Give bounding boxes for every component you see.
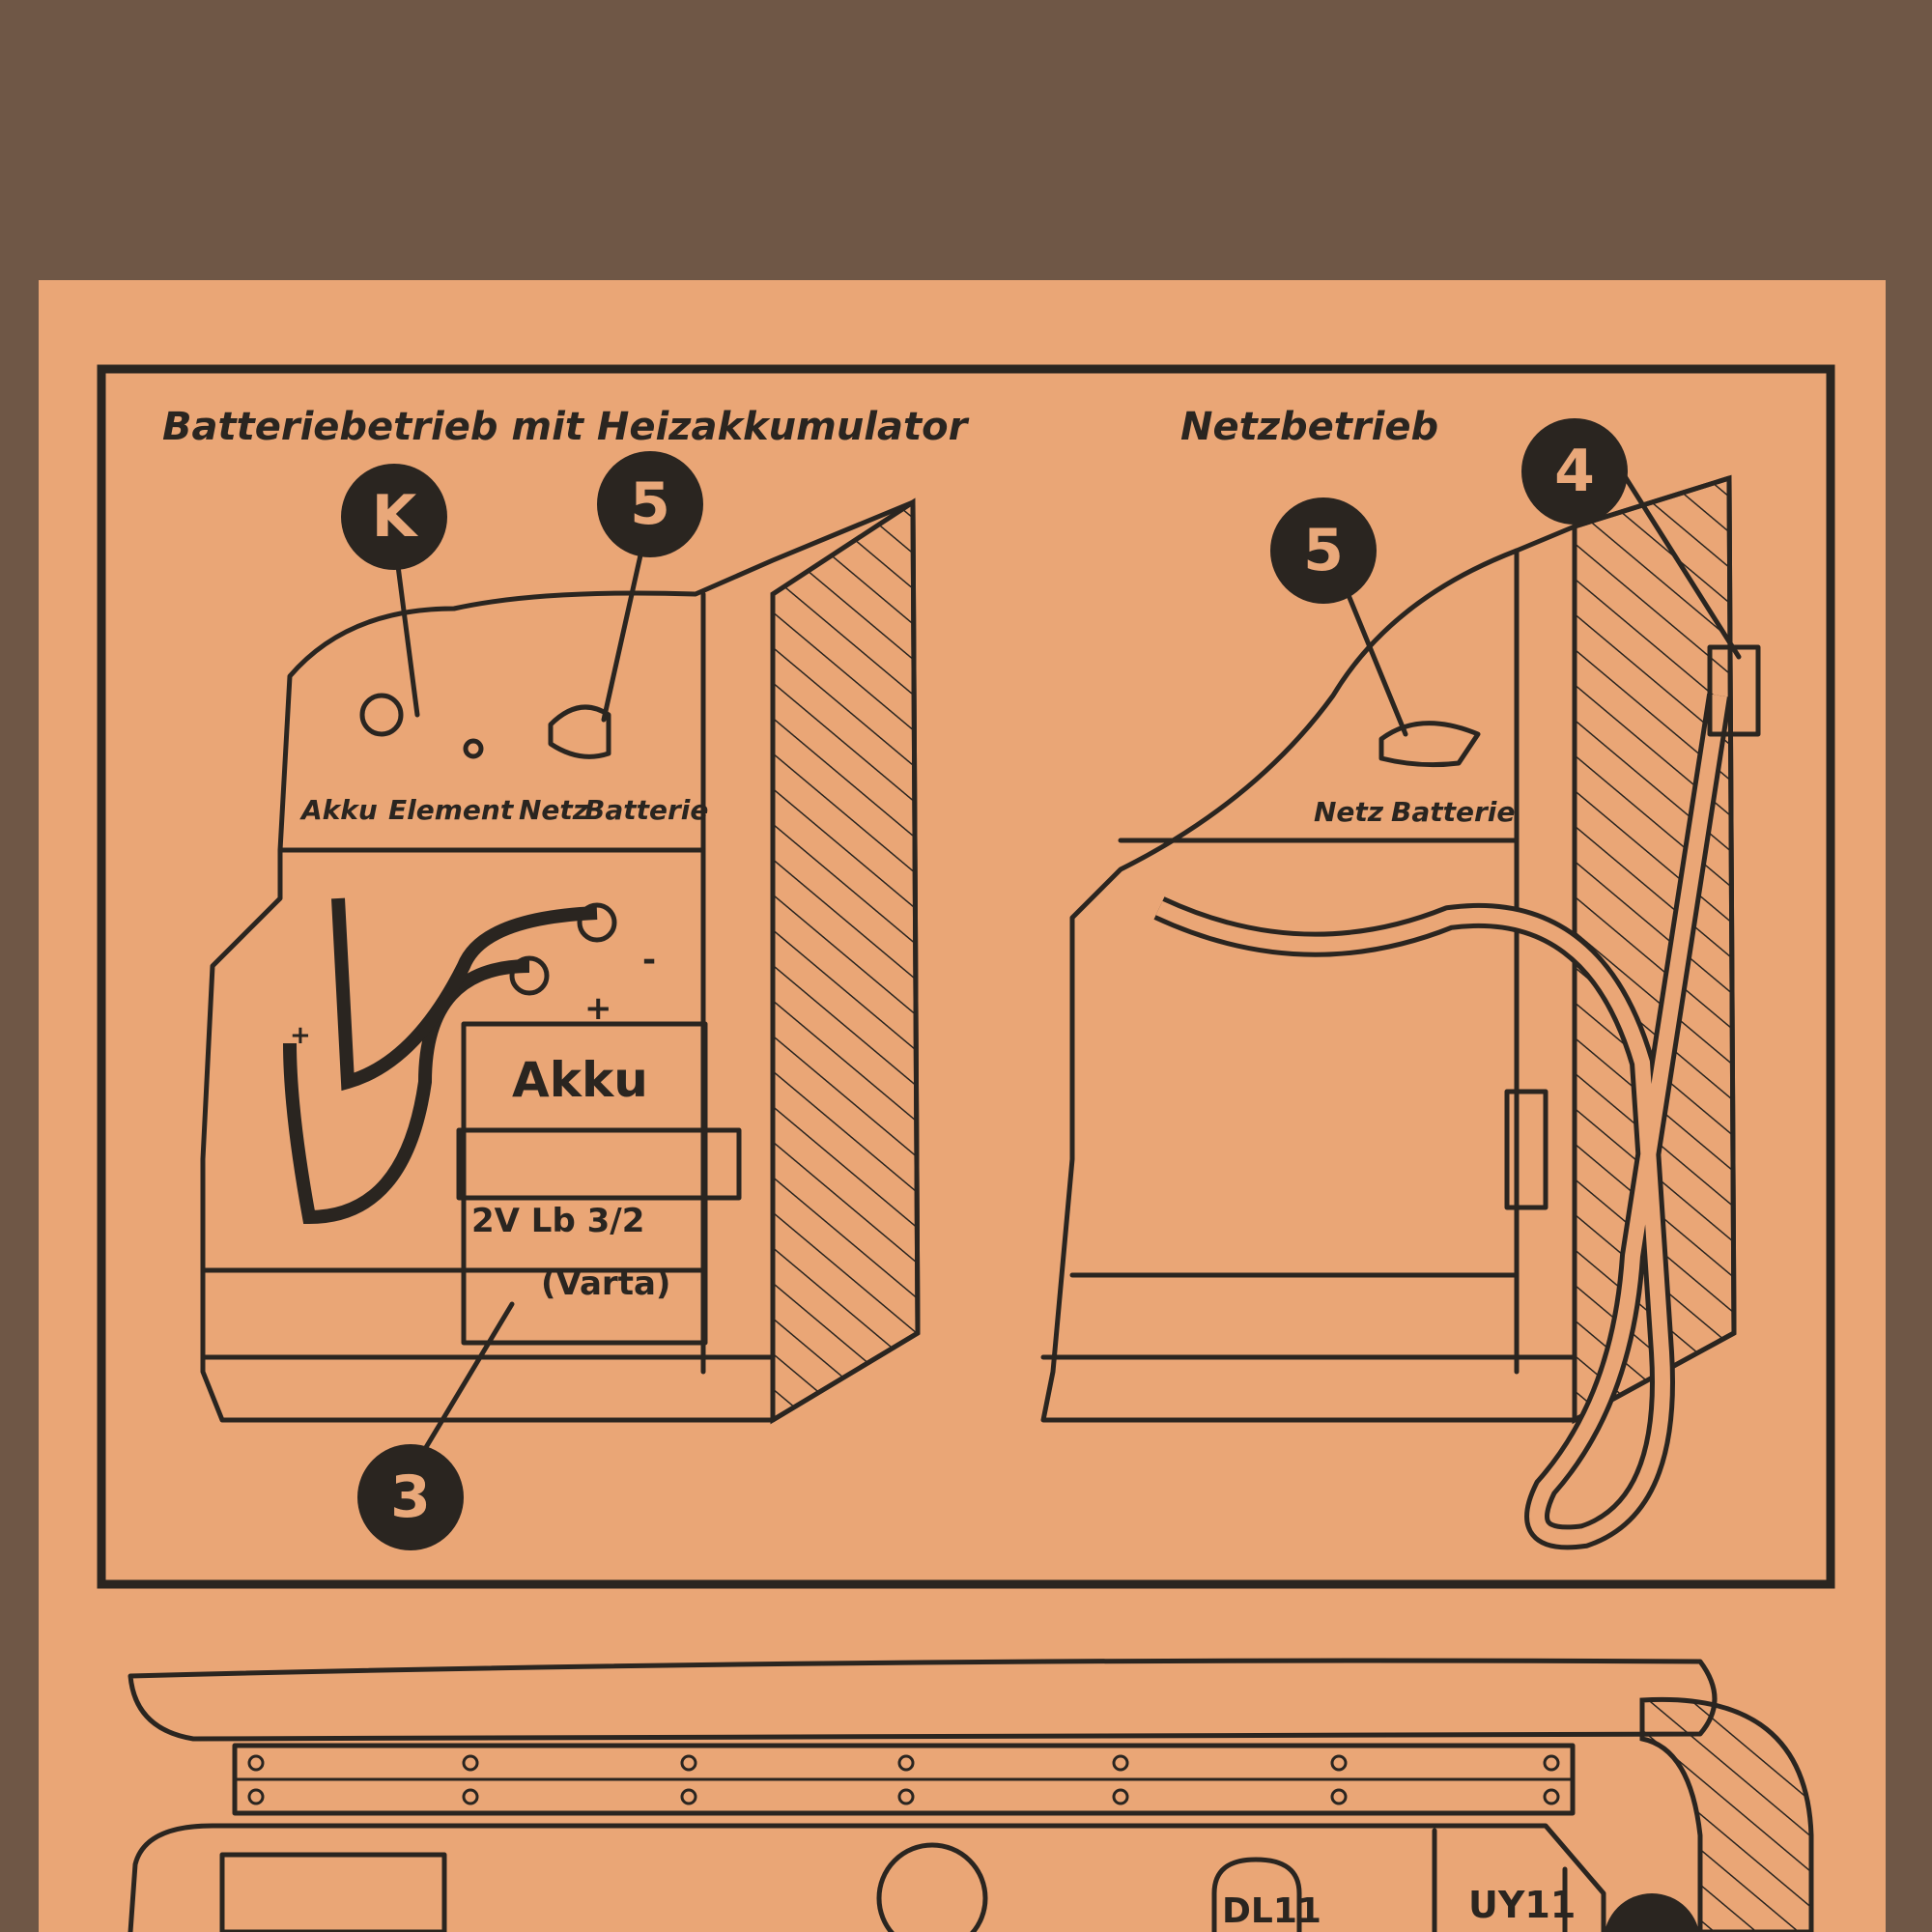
right-panel-title: Netzbetrieb xyxy=(1180,405,1438,449)
switch-label-batterie-right: Batterie xyxy=(1391,796,1515,828)
callout-5-right xyxy=(1270,497,1377,604)
component-block xyxy=(219,1852,447,1932)
callout-5-left-label: 5 xyxy=(630,470,670,538)
battery-spec: 2V Lb 3/2 xyxy=(471,1202,644,1240)
mains-cable xyxy=(1155,694,1727,1546)
callout-3-label: 3 xyxy=(390,1463,431,1531)
tube-dl11 xyxy=(1211,1857,1302,1932)
callout-k-label: K xyxy=(372,483,419,551)
right-panel: Netzbetrieb Netz Batterie 5 4 xyxy=(1040,405,1761,1550)
callout-5-left xyxy=(597,451,703,557)
case-wall-hatch-right xyxy=(1572,474,1737,1425)
callout-k xyxy=(341,464,447,570)
battery-name: Akku xyxy=(512,1052,648,1108)
case-wall-hatch xyxy=(770,497,921,1425)
callout-5-right-label: 5 xyxy=(1303,517,1344,584)
tube-dl11-label: DL11 xyxy=(1222,1891,1321,1931)
lead-minus: - xyxy=(333,924,344,953)
battery-box xyxy=(461,1021,708,1346)
diagram-frame xyxy=(97,364,1835,1589)
callout-3 xyxy=(357,1444,464,1550)
callout-4 xyxy=(1521,418,1628,525)
callout-partial xyxy=(1605,1893,1699,1932)
switch-label-akku: Akku xyxy=(299,794,378,826)
lead-plus: + xyxy=(290,1021,311,1050)
left-panel-title: Batteriebetrieb mit Heizakkumulator xyxy=(162,405,970,449)
knob xyxy=(876,1842,988,1932)
chassis-lid xyxy=(128,1658,1718,1742)
battery-brand: (Varta) xyxy=(541,1264,670,1303)
battery-plus: + xyxy=(584,989,612,1028)
bottom-case-wall-hatch xyxy=(1639,1696,1814,1932)
switch-plug-icon-right xyxy=(1378,721,1481,768)
battery-minus: - xyxy=(642,941,656,980)
bottom-panel: DL11 UY11 xyxy=(128,1658,1814,1932)
switch-label-netz-right: Netz xyxy=(1314,796,1384,828)
switch-label-element: Element xyxy=(388,794,515,826)
terminal-icon xyxy=(359,693,404,737)
switch-label-netz: Netz xyxy=(519,794,589,826)
left-panel: Batteriebetrieb mit Heizakkumulator Akku… xyxy=(162,405,970,1550)
callout-4-label: 4 xyxy=(1554,438,1595,505)
switch-label-batterie: Batterie xyxy=(584,794,708,826)
tube-uy11-label: UY11 xyxy=(1468,1884,1576,1926)
switch-plug-icon xyxy=(548,704,611,759)
